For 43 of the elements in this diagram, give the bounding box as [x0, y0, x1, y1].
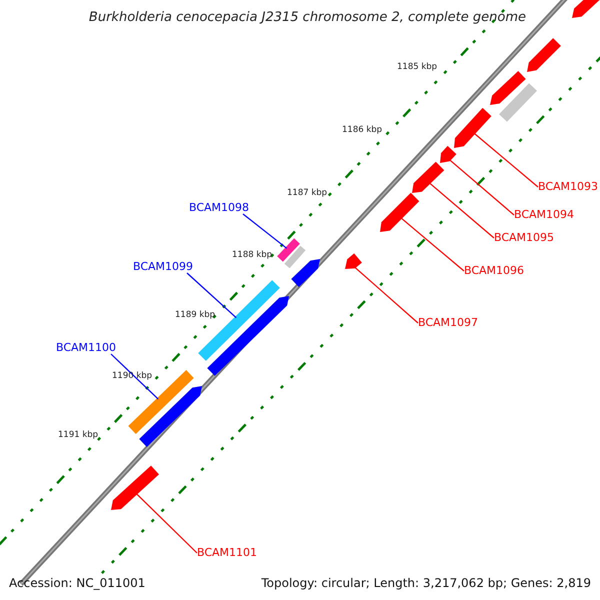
gene-label: BCAM1093	[538, 181, 598, 192]
tick-label: 1191 kbp	[58, 431, 98, 440]
gene-feature	[527, 38, 561, 72]
gene-feature	[277, 238, 300, 262]
leader-line	[136, 492, 198, 554]
gene-label: BCAM1095	[494, 232, 554, 243]
title: Burkholderia cenocepacia J2315 chromosome 2, complete genome	[88, 11, 526, 24]
tick-label: 1185 kbp	[397, 63, 438, 72]
gene-feature	[454, 108, 492, 148]
tick-label: 1190 kbp	[112, 372, 152, 380]
leader-line	[448, 159, 514, 216]
gene-feature	[412, 162, 444, 193]
gene-label: BCAM1101	[197, 547, 258, 558]
gene-feature	[572, 0, 600, 18]
gene-feature	[345, 253, 362, 269]
leader-line	[110, 354, 159, 400]
tick-label: 1186 kbp	[342, 126, 382, 134]
leader-line	[428, 182, 494, 238]
gene-label: BCAM1096	[464, 265, 524, 276]
leader-line	[400, 217, 464, 272]
gene-feature	[440, 146, 456, 163]
gene-feature	[198, 280, 280, 361]
accession-text: Accession: NC_011001	[9, 577, 146, 589]
leader-line	[473, 132, 538, 188]
gene-feature	[380, 192, 420, 232]
gene-feature	[111, 466, 159, 510]
gene-label: BCAM1097	[418, 317, 478, 328]
gene-label: BCAM1098	[189, 202, 250, 213]
gene-feature	[499, 83, 537, 122]
summary-text: Topology: circular; Length: 3,217,062 bp; Genes: 2,819	[261, 577, 591, 589]
leader-line	[186, 272, 237, 318]
gene-label: BCAM1100	[56, 342, 116, 353]
leader-line	[242, 214, 288, 249]
tick-label: 1188 kbp	[232, 251, 272, 260]
gene-feature	[284, 246, 306, 268]
gene-feature	[139, 386, 202, 447]
leader-line	[354, 266, 418, 324]
gene-label: BCAM1099	[133, 261, 194, 272]
gene-feature	[291, 259, 320, 287]
tick-label: 1187 kbp	[287, 189, 328, 198]
gene-label: BCAM1094	[514, 209, 574, 220]
gene-feature	[490, 71, 526, 105]
tick-label: 1189 kbp	[175, 311, 216, 320]
